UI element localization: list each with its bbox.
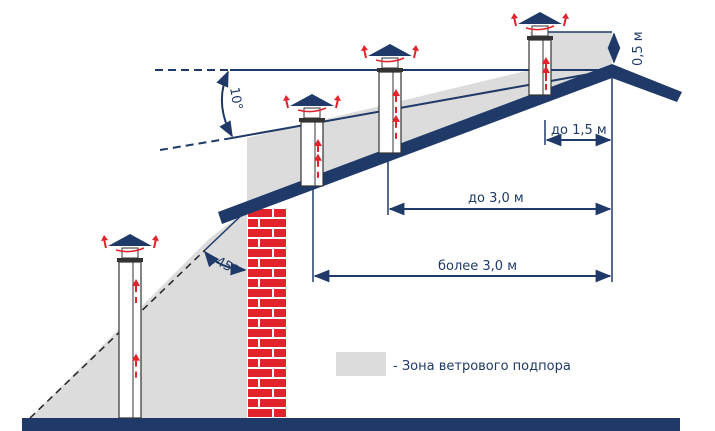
draft-arrow-icon — [392, 89, 400, 96]
label-0-5m: 0,5 м — [631, 31, 646, 66]
label-over-3m: более 3,0 м — [438, 259, 517, 274]
pipe-collar — [299, 118, 325, 122]
smoke-arrowhead — [361, 45, 368, 51]
pipe-neck — [531, 25, 549, 37]
chimney-cap-icon — [368, 44, 412, 56]
smoke-arrowhead — [562, 13, 569, 19]
draft-arrow-icon — [314, 153, 322, 161]
draft-arrow-icon — [132, 353, 140, 361]
smoke-arrowhead — [412, 45, 419, 51]
smoke-swirl — [115, 247, 145, 253]
chimney-cap-icon — [518, 12, 562, 24]
ten-degree-dashed — [159, 137, 233, 151]
roof — [218, 64, 682, 224]
smoke-arrowhead — [283, 95, 290, 101]
legend-swatch — [336, 352, 386, 376]
legend-text: - Зона ветрового подпора — [393, 359, 571, 374]
label-angle-10: 10° — [226, 86, 245, 111]
pipe-neck — [303, 107, 321, 119]
label-1-5m: до 1,5 м — [551, 123, 607, 138]
draft-arrow-icon — [542, 65, 550, 73]
chimney-behind-wall — [101, 234, 159, 419]
chimney-pipe — [378, 71, 402, 154]
angle-10-arc — [216, 70, 233, 138]
chimney-over-3m — [283, 94, 341, 187]
draft-arrow-icon — [132, 279, 140, 286]
smoke-arrowhead — [334, 95, 341, 101]
smoke-arrowhead — [101, 235, 108, 241]
pipe-collar — [117, 258, 143, 262]
smoke-swirl — [375, 57, 405, 63]
draft-arrow-icon — [542, 57, 550, 64]
draft-arrow-icon — [392, 114, 400, 122]
smoke-swirl — [297, 107, 327, 113]
chimney-pipe — [528, 39, 552, 96]
label-3-0m: до 3,0 м — [468, 191, 524, 206]
chimney-cap-icon — [290, 94, 334, 106]
chimney-pipe — [300, 121, 324, 187]
pipe-neck — [121, 247, 139, 259]
chimney-up-to-3m — [361, 44, 419, 154]
brick-wall — [247, 208, 287, 418]
smoke-arrowhead — [511, 13, 518, 19]
smoke-arrowhead — [152, 235, 159, 241]
pipe-collar — [527, 36, 553, 40]
pipe-neck — [381, 57, 399, 69]
forty-five-dashed — [29, 249, 206, 419]
draft-arrow-icon — [314, 139, 322, 146]
ground-line — [22, 418, 680, 431]
pipe-collar — [377, 68, 403, 72]
chimney-cap-icon — [108, 234, 152, 246]
smoke-swirl — [525, 25, 555, 31]
angle-45-arc — [203, 250, 247, 276]
chimney-near-ridge — [511, 12, 569, 96]
